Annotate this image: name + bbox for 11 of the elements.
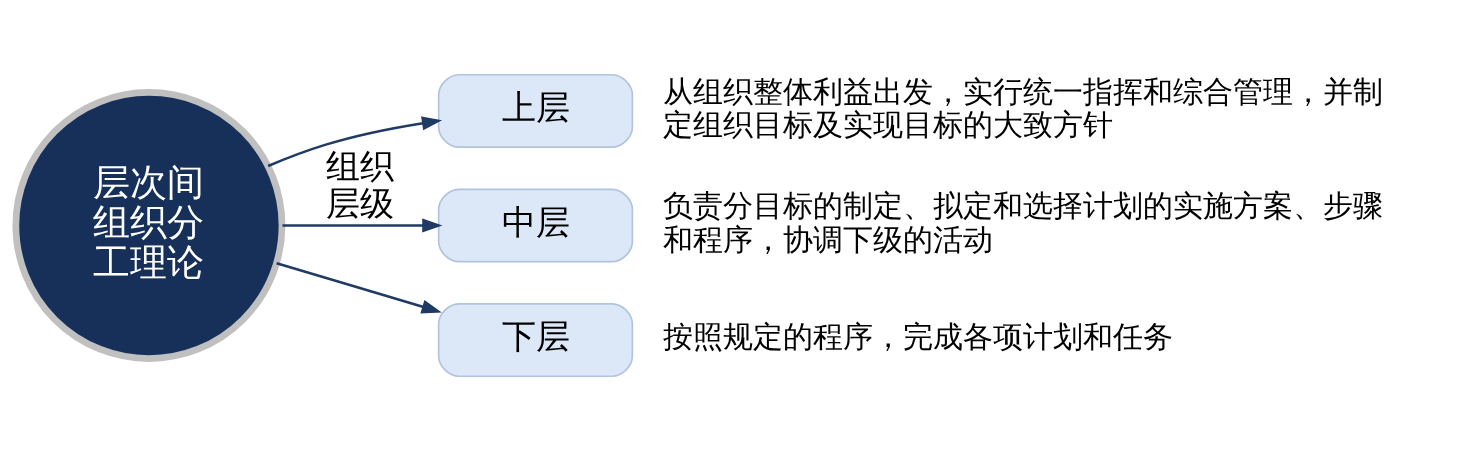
arrow (276, 261, 442, 314)
edge-label: 组织层级 (326, 146, 395, 223)
node-box: 上层 (437, 73, 634, 148)
node-box: 中层 (437, 187, 634, 263)
arrow (267, 115, 443, 167)
node-label: 按照规定的程序，完成各项计划和任务 (662, 318, 1173, 354)
node-label: 从组织整体利益出发，实行统一指挥和综合管理，并制定组织目标及实现目标的大致方针 (662, 73, 1383, 142)
arrow (282, 217, 443, 233)
node-label: 负责分目标的制定、拟定和选择计划的实施方案、步骤和程序，协调下级的活动 (662, 187, 1383, 257)
node-box: 下层 (437, 302, 634, 377)
node-circle: 层次间组织分工理论 (12, 88, 286, 362)
